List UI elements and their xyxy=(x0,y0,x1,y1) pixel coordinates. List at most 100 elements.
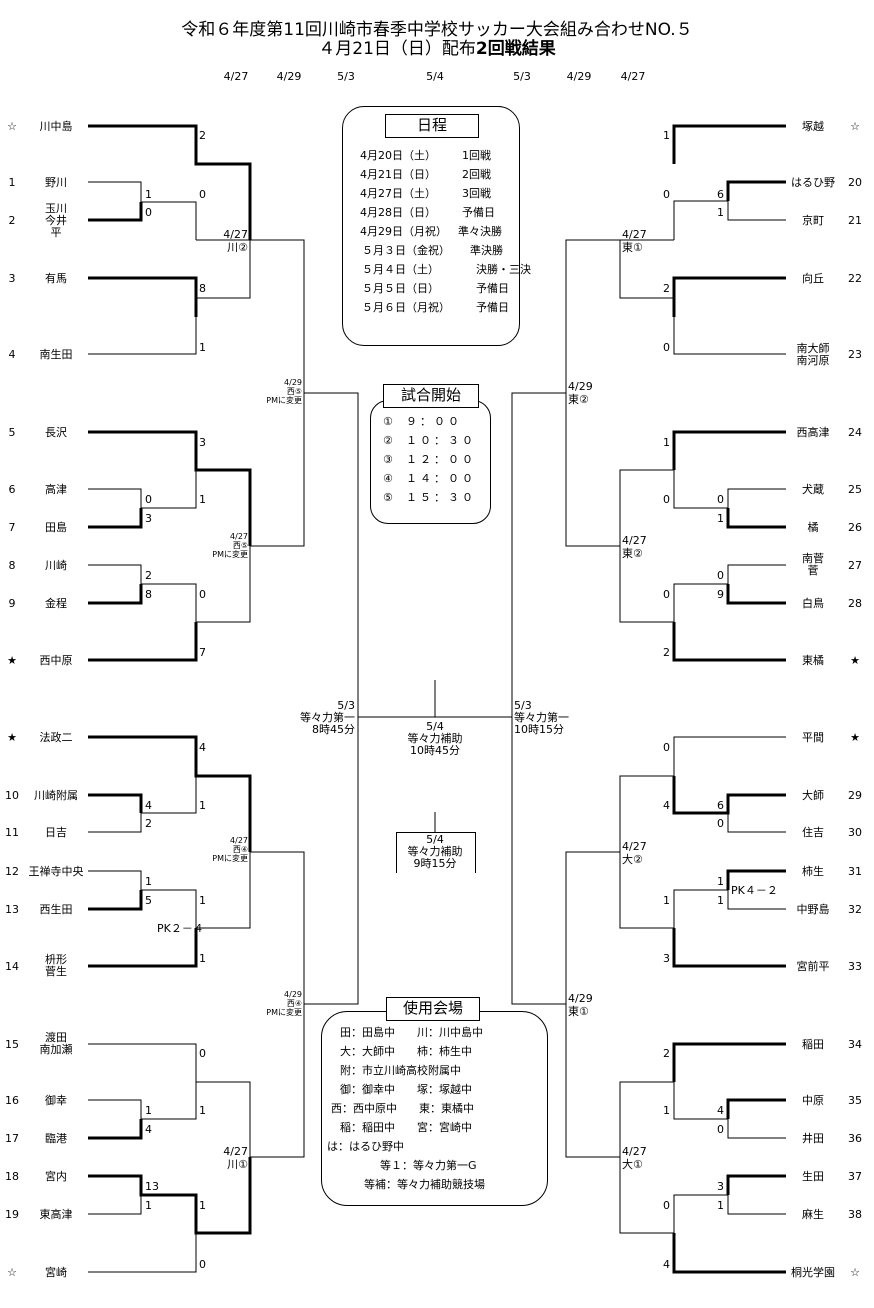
score: 1 xyxy=(199,799,206,812)
seed: 19 xyxy=(5,1208,19,1221)
score: 1 xyxy=(145,875,152,888)
team-name: 金程 xyxy=(45,597,67,610)
date-left-r2: 4/29 xyxy=(276,70,302,83)
seed: ☆ xyxy=(850,120,860,133)
seed: 37 xyxy=(848,1170,862,1183)
kickoff-box xyxy=(370,400,491,524)
page-title-line2: ４月21日（日）配布2回戦結果 xyxy=(0,39,874,59)
venues-title: 使用会場 xyxy=(386,997,480,1021)
score: 4 xyxy=(145,1123,152,1136)
seed: 10 xyxy=(5,789,19,802)
score: 0 xyxy=(663,493,670,506)
team-name: 有馬 xyxy=(45,272,67,285)
date-right-r2: 4/29 xyxy=(566,70,592,83)
date-right-r3: 5/3 xyxy=(513,70,531,83)
team-name: 橘 xyxy=(807,521,819,534)
seed: ★ xyxy=(7,654,17,667)
venue-name: 西⑤ PMに変更 xyxy=(212,541,248,559)
team-name: 宮前平 xyxy=(796,960,830,973)
schedule-date: 4月29日（月祝） xyxy=(360,225,447,238)
score: 3 xyxy=(663,952,670,965)
score: 3 xyxy=(145,512,152,525)
seed: 4 xyxy=(8,348,16,361)
seed: 36 xyxy=(848,1132,862,1145)
score: 0 xyxy=(663,588,670,601)
schedule-date: ５月３日（金祝） xyxy=(362,244,450,257)
seed: 28 xyxy=(848,597,862,610)
venue-date: 4/29 xyxy=(568,380,593,393)
seed: 32 xyxy=(848,903,862,916)
score: 0 xyxy=(663,341,670,354)
team-name: 渡田 南加瀬 xyxy=(39,1031,73,1056)
team-name: 南生田 xyxy=(39,348,73,361)
team-name: 南菅 菅 xyxy=(802,552,824,577)
venue-date: 4/27 xyxy=(230,836,248,845)
team-name: 田島 xyxy=(45,521,67,534)
kickoff-time: ９：００ xyxy=(406,415,462,428)
seed: 3 xyxy=(8,272,16,285)
team-name: 川崎 xyxy=(45,559,67,572)
schedule-event: 決勝・三決 xyxy=(476,263,531,276)
seed: 15 xyxy=(5,1038,19,1051)
team-name: 枡形 菅生 xyxy=(45,953,67,978)
venue-name: 西④ PMに変更 xyxy=(212,845,248,863)
score: 1 xyxy=(199,493,206,506)
seed: 14 xyxy=(5,960,19,973)
team-name: 平間 xyxy=(802,731,824,744)
venue-name: 大① xyxy=(622,1158,643,1171)
score: 2 xyxy=(199,129,206,142)
score: 2 xyxy=(663,1047,670,1060)
team-name: 臨港 xyxy=(45,1132,67,1145)
schedule-date: ５月６日（月祝） xyxy=(362,301,450,314)
schedule-event: 3回戦 xyxy=(462,187,491,200)
seed: 38 xyxy=(848,1208,862,1221)
third-place-box xyxy=(396,832,476,873)
venue-date: 4/27 xyxy=(223,228,248,241)
team-name: 長沢 xyxy=(45,426,67,439)
venue-row: は：はるひ野中 xyxy=(327,1140,404,1153)
seed: 23 xyxy=(848,348,862,361)
score: 6 xyxy=(717,799,724,812)
score: 1 xyxy=(717,894,724,907)
score: 4 xyxy=(663,799,670,812)
team-name: 西生田 xyxy=(39,903,73,916)
team-name: 高津 xyxy=(45,483,67,496)
team-name: 日吉 xyxy=(45,826,67,839)
schedule-title: 日程 xyxy=(385,114,479,138)
team-name: 法政二 xyxy=(39,731,73,744)
score: 1 xyxy=(717,1199,724,1212)
venue-row: 西：西中原中 東：東橘中 xyxy=(331,1102,474,1115)
venue-name: 西④ PMに変更 xyxy=(266,999,302,1017)
seed: ☆ xyxy=(7,1266,17,1279)
score: 1 xyxy=(199,1104,206,1117)
schedule-box xyxy=(342,106,520,346)
schedule-event: 準々決勝 xyxy=(458,225,502,238)
score: 1 xyxy=(199,952,206,965)
venue-row: 等補：等々力補助競技場 xyxy=(364,1178,485,1191)
pk-left: PK２－４ xyxy=(157,922,204,935)
seed: 26 xyxy=(848,521,862,534)
team-name: 大師 xyxy=(802,789,824,802)
team-name: 稲田 xyxy=(802,1038,824,1051)
score: 0 xyxy=(199,1258,206,1271)
seed: 33 xyxy=(848,960,862,973)
schedule-event: 予備日 xyxy=(476,301,509,314)
team-name: 東橘 xyxy=(802,654,824,667)
team-name: はるひ野 xyxy=(791,176,835,189)
seed: 18 xyxy=(5,1170,19,1183)
venue-name: 川① xyxy=(227,1158,248,1171)
seed: 20 xyxy=(848,176,862,189)
venue-row: 稲：稲田中 宮：宮崎中 xyxy=(340,1121,472,1134)
team-name: 塚越 xyxy=(802,120,824,133)
score: 3 xyxy=(717,1180,724,1193)
score: 2 xyxy=(663,282,670,295)
score: 6 xyxy=(717,188,724,201)
schedule-event: 準決勝 xyxy=(470,244,503,257)
team-name: 桐光学園 xyxy=(791,1266,835,1279)
venue-date: 4/27 xyxy=(622,1145,647,1158)
venue-row: 等１：等々力第一G xyxy=(380,1159,477,1172)
venue-row: 大：大師中 柿：柿生中 xyxy=(340,1045,472,1058)
schedule-event: 予備日 xyxy=(476,282,509,295)
kickoff-num: ⑤ xyxy=(383,491,393,504)
venue-row: 田：田島中 川：川中島中 xyxy=(340,1026,483,1039)
